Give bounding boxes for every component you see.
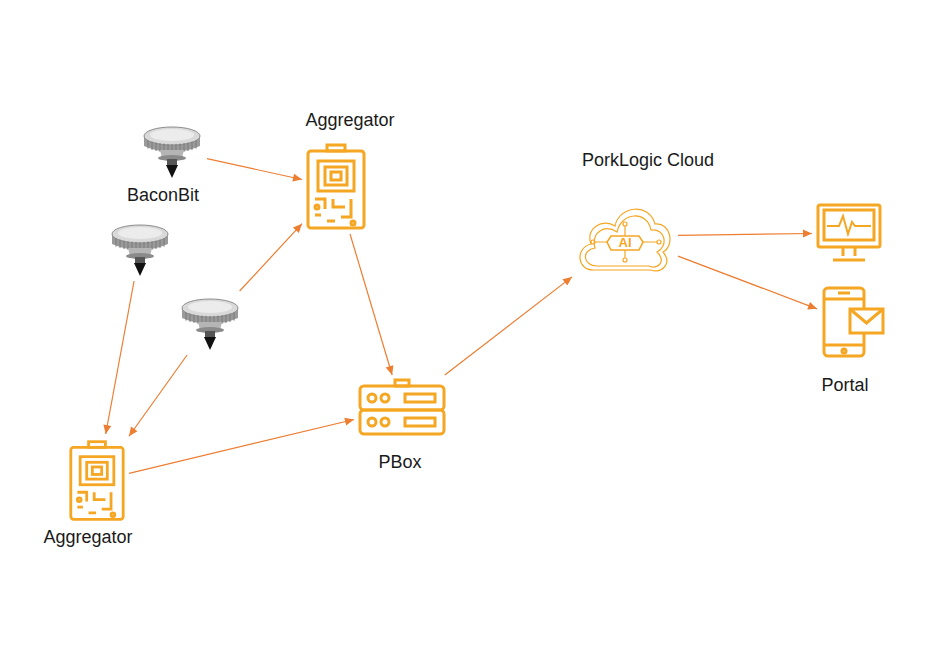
connector-line: [350, 234, 392, 375]
flow-arrow: [207, 159, 302, 182]
node-label: Portal: [821, 374, 868, 396]
arrow-head: [562, 277, 572, 286]
monitor-node: [815, 202, 883, 264]
arrow-head: [386, 365, 394, 375]
connector-line: [678, 233, 812, 235]
baconbit-sensor: [108, 220, 172, 278]
flow-arrow: [678, 230, 812, 238]
connector-line: [445, 277, 572, 375]
aggregator-node: Aggregator: [68, 437, 126, 525]
node-label: PBox: [378, 451, 421, 473]
baconbit-sensor: BaconBit: [140, 122, 204, 180]
flow-arrow: [678, 256, 817, 309]
connector-line: [678, 256, 817, 309]
connector-line: [240, 224, 302, 291]
arrow-head: [807, 302, 817, 309]
flow-arrow: [445, 277, 572, 375]
sensor-icon: [108, 220, 172, 278]
connector-line: [129, 419, 354, 473]
flow-arrow: [129, 418, 354, 474]
connector-line: [129, 355, 187, 436]
node-label: BaconBit: [127, 184, 199, 206]
arrow-head: [129, 427, 137, 437]
flow-arrow: [240, 224, 302, 291]
aggregator-board-icon: [68, 437, 126, 525]
connector-line: [106, 281, 134, 434]
aggregator-node: Aggregator: [305, 143, 367, 231]
monitor-icon: [815, 202, 883, 264]
aggregator-board-icon: [305, 143, 367, 231]
sensor-icon: [140, 122, 204, 180]
node-label: Aggregator: [305, 109, 394, 131]
baconbit-sensor: [178, 294, 242, 352]
cloud-badge-text: AI: [619, 236, 632, 250]
arrow-head: [803, 230, 812, 238]
arrow-head: [344, 418, 354, 426]
arrow-head: [293, 224, 302, 233]
cloud-node: PorkLogic CloudAI: [575, 192, 675, 280]
node-label: PorkLogic Cloud: [582, 149, 714, 171]
portal-node: Portal: [820, 285, 886, 360]
sensor-icon: [178, 294, 242, 352]
phone-mail-icon: [820, 285, 886, 360]
pbox-node: PBox: [357, 378, 447, 438]
pbox-server-icon: [357, 378, 447, 438]
arrow-head: [292, 174, 302, 182]
flow-arrow: [103, 281, 134, 434]
node-label: Aggregator: [43, 526, 132, 548]
flow-arrow: [350, 234, 393, 375]
flow-arrow: [129, 355, 187, 436]
arrow-head: [103, 424, 111, 434]
connector-line: [207, 159, 302, 180]
